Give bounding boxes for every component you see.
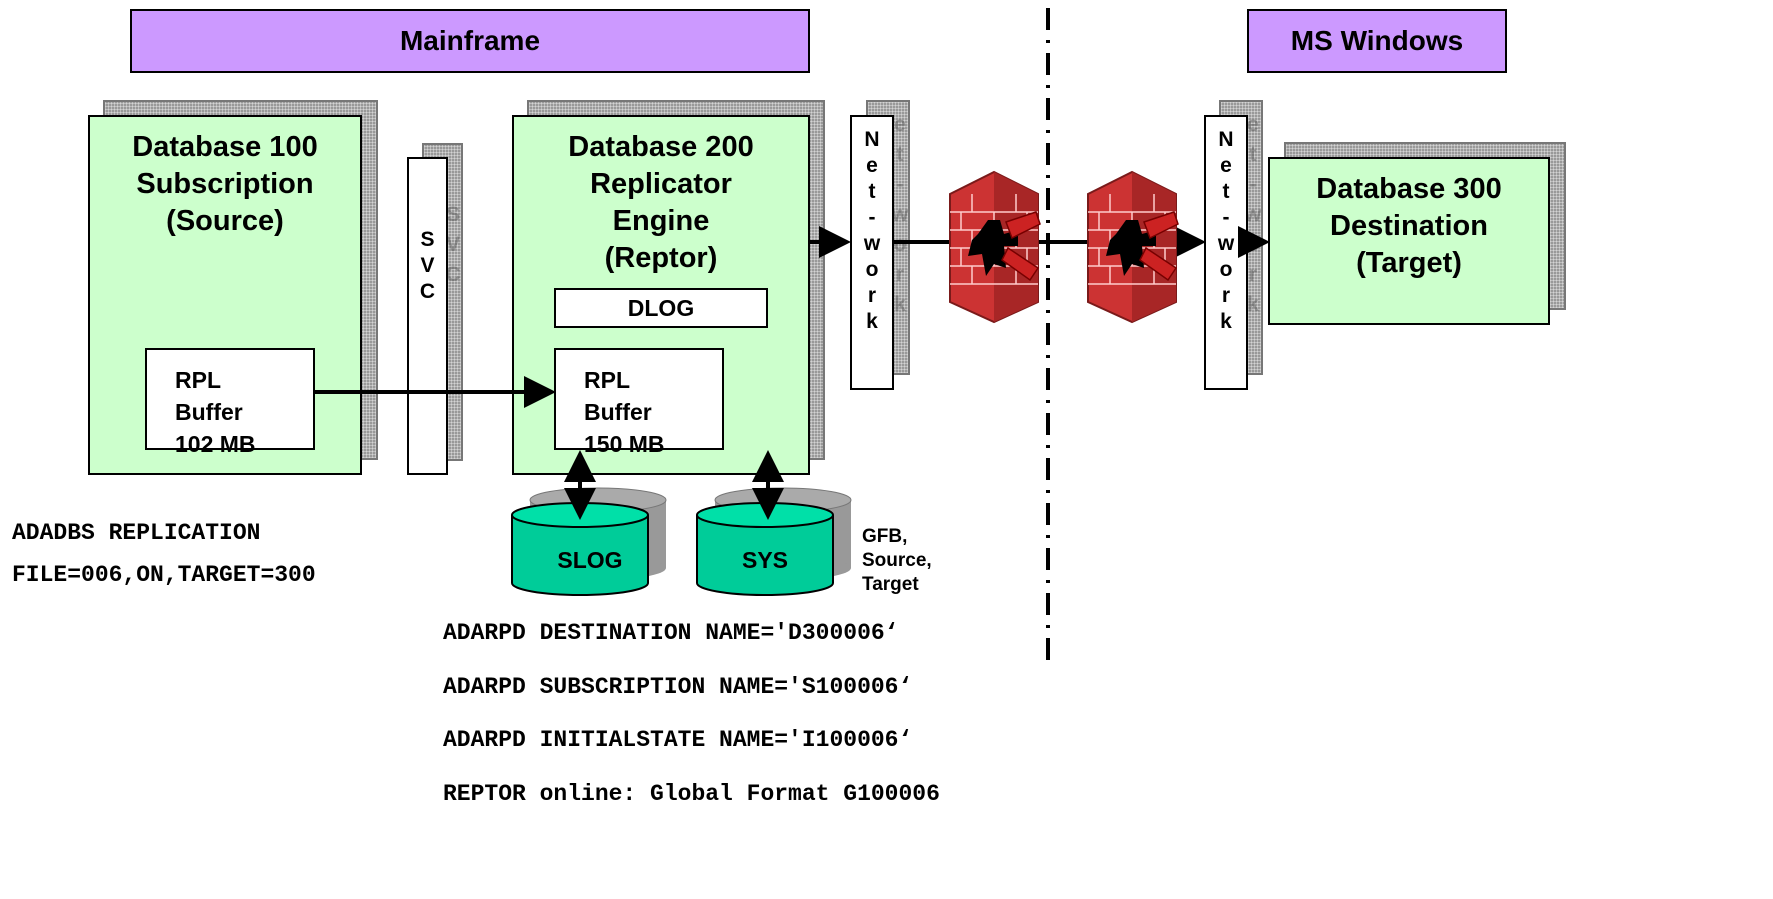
adarpd-initialstate-command: ADARPD INITIALSTATE NAME='I100006‘ bbox=[443, 727, 913, 753]
sys-label: SYS bbox=[742, 547, 788, 573]
adadbs-command-line2: FILE=006,ON,TARGET=300 bbox=[12, 562, 316, 588]
firewall-windows-icon bbox=[1087, 170, 1179, 324]
rpl-buffer-replicator: RPL Buffer 150 MB bbox=[554, 348, 724, 457]
sys-disk bbox=[696, 502, 834, 596]
slog-label: SLOG bbox=[557, 547, 622, 573]
sys-contents-note: GFB, Source, Target bbox=[862, 526, 932, 595]
rpl-buffer-source: RPL Buffer 102 MB bbox=[145, 348, 315, 457]
firewall-mainframe-icon bbox=[949, 170, 1041, 324]
slog-disk bbox=[511, 502, 649, 596]
database-200-title: Database 200 Replicator Engine (Reptor) bbox=[568, 131, 754, 274]
database-300-title: Database 300 Destination (Target) bbox=[1316, 173, 1502, 279]
adarpd-subscription-command: ADARPD SUBSCRIPTION NAME='S100006‘ bbox=[443, 674, 913, 700]
dlog-box: DLOG bbox=[554, 288, 768, 328]
reptor-online-status: REPTOR online: Global Format G100006 bbox=[443, 781, 940, 807]
adarpd-destination-command: ADARPD DESTINATION NAME='D300006‘ bbox=[443, 620, 899, 646]
adadbs-command-line1: ADADBS REPLICATION bbox=[12, 520, 261, 546]
database-300-box: Database 300 Destination (Target) bbox=[1268, 157, 1550, 325]
ms-windows-header: MS Windows bbox=[1247, 9, 1507, 73]
mainframe-header: Mainframe bbox=[130, 9, 810, 73]
database-100-title: Database 100 Subscription (Source) bbox=[132, 131, 318, 237]
